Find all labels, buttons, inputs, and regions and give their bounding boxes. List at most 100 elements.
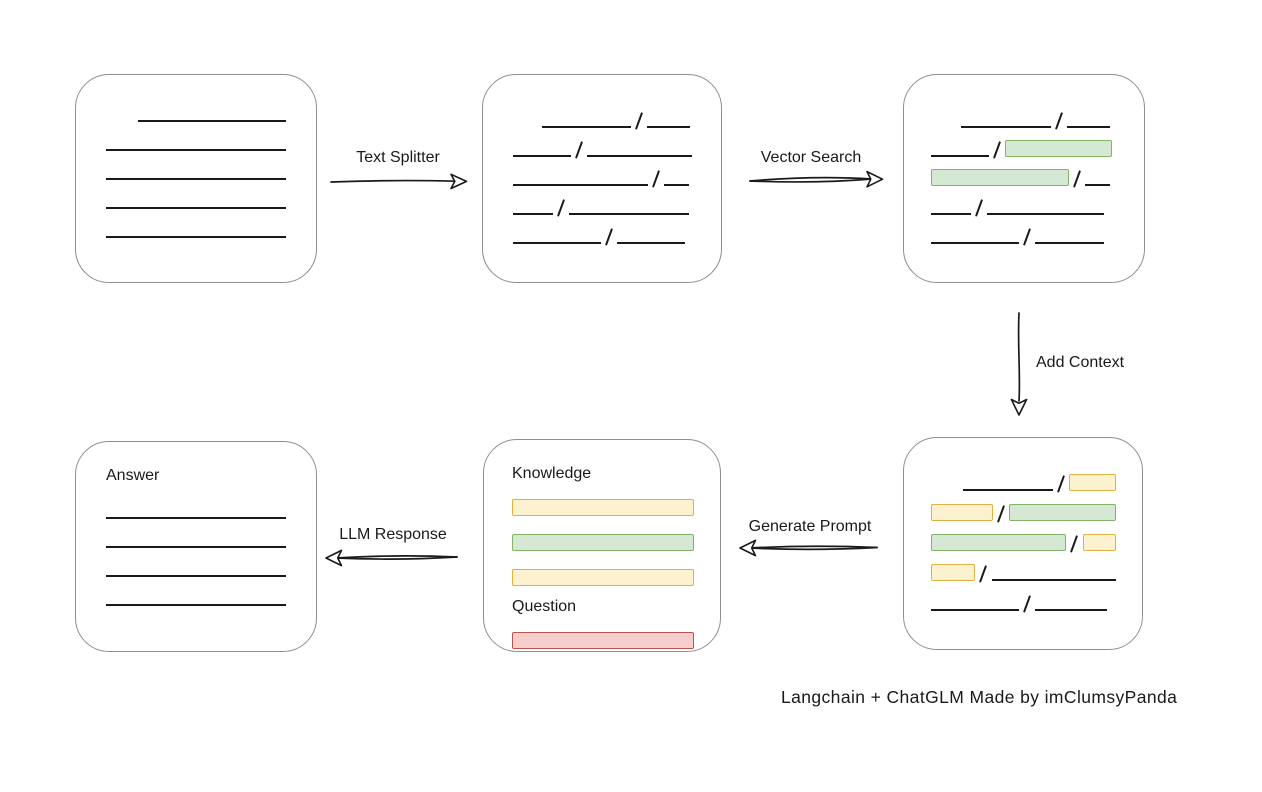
slash-mark	[992, 141, 1002, 159]
diagram-row	[106, 189, 286, 209]
diagram-row	[513, 108, 695, 130]
yellow-chunk-chip	[1082, 534, 1116, 551]
text-line	[513, 184, 648, 186]
text-line	[587, 155, 693, 157]
text-line	[1067, 126, 1111, 128]
text-line	[1035, 242, 1105, 244]
llm-response-label: LLM Response	[339, 526, 447, 543]
text-line	[106, 207, 286, 209]
add-context-arrow	[1010, 312, 1028, 416]
context-lines	[904, 438, 1142, 613]
text-line	[931, 242, 1019, 244]
text-line	[961, 126, 1051, 128]
answer-node: Answer	[75, 441, 317, 652]
text-line	[1035, 609, 1108, 611]
text-line	[647, 126, 691, 128]
document-node	[75, 74, 317, 283]
slash-mark	[979, 565, 988, 583]
answer-lines	[106, 499, 286, 606]
diagram-row	[931, 501, 1116, 523]
generate-prompt-arrow	[739, 539, 878, 557]
vector-search-label: Vector Search	[760, 149, 862, 166]
diagram-row	[931, 137, 1118, 159]
yellow-chunk-chip	[512, 499, 694, 516]
slash-mark	[1022, 228, 1032, 246]
diagram-row	[106, 499, 286, 519]
text-line	[1085, 184, 1111, 186]
text-line	[106, 575, 286, 577]
diagram-row	[513, 137, 695, 159]
text-line	[931, 213, 971, 215]
text-line	[106, 236, 286, 238]
diagram-row	[512, 496, 694, 516]
green-chunk-chip	[931, 534, 1067, 551]
diagram-row	[931, 471, 1116, 493]
text-line	[106, 178, 286, 180]
diagram-row	[931, 531, 1116, 553]
matched-chunks-node	[903, 74, 1145, 283]
diagram-row	[513, 166, 695, 188]
text-line	[931, 609, 1019, 611]
text-line	[106, 604, 286, 606]
slash-mark	[634, 112, 644, 130]
diagram-row	[931, 224, 1118, 246]
prompt-node: Knowledge Question	[483, 439, 721, 652]
diagram-row	[931, 561, 1116, 583]
diagram-row	[931, 108, 1118, 130]
diagram-row	[513, 224, 695, 246]
text-line	[569, 213, 690, 215]
diagram-row	[106, 586, 286, 606]
text-line	[513, 213, 553, 215]
matched-chunks-lines	[904, 75, 1144, 246]
diagram-row	[931, 166, 1118, 188]
text-line	[513, 155, 571, 157]
diagram-row	[512, 531, 694, 551]
slash-mark	[1057, 475, 1066, 493]
diagram-row	[106, 131, 286, 151]
green-chunk-chip	[512, 534, 694, 551]
diagram-row	[106, 102, 286, 122]
red-chunk-chip	[512, 632, 694, 649]
slash-mark	[604, 228, 614, 246]
text-line	[138, 120, 286, 122]
text-line	[617, 242, 686, 244]
text-line	[106, 517, 286, 519]
diagram-row	[512, 566, 694, 586]
text-line	[963, 489, 1054, 491]
diagram-row	[931, 591, 1116, 613]
add-context-label: Add Context	[1036, 354, 1125, 371]
diagram-row	[106, 218, 286, 238]
green-chunk-chip	[1009, 504, 1116, 521]
knowledge-bars	[512, 496, 694, 586]
diagram-row	[513, 195, 695, 217]
yellow-chunk-chip	[931, 564, 976, 581]
question-bar	[512, 629, 694, 649]
answer-label: Answer	[106, 467, 160, 484]
vector-search-arrow	[749, 170, 884, 188]
knowledge-label: Knowledge	[512, 465, 592, 482]
document-lines	[76, 75, 316, 238]
llm-response-arrow	[325, 549, 458, 567]
diagram-row	[931, 195, 1118, 217]
text-line	[106, 546, 286, 548]
yellow-chunk-chip	[512, 569, 694, 586]
question-label: Question	[512, 598, 577, 615]
diagram-row	[512, 629, 694, 649]
slash-mark	[1070, 535, 1079, 553]
slash-mark	[1072, 170, 1082, 188]
slash-mark	[1022, 595, 1032, 613]
text-line	[513, 242, 601, 244]
split-chunks-lines	[483, 75, 721, 246]
diagram-row	[106, 160, 286, 180]
diagram-row	[106, 528, 286, 548]
green-chunk-chip	[1005, 140, 1113, 157]
text-line	[542, 126, 631, 128]
yellow-chunk-chip	[931, 504, 993, 521]
text-splitter-label: Text Splitter	[356, 149, 440, 166]
split-chunks-node	[482, 74, 722, 283]
green-chunk-chip	[931, 169, 1069, 186]
context-node	[903, 437, 1143, 650]
slash-mark	[574, 141, 584, 159]
slash-mark	[1054, 112, 1064, 130]
